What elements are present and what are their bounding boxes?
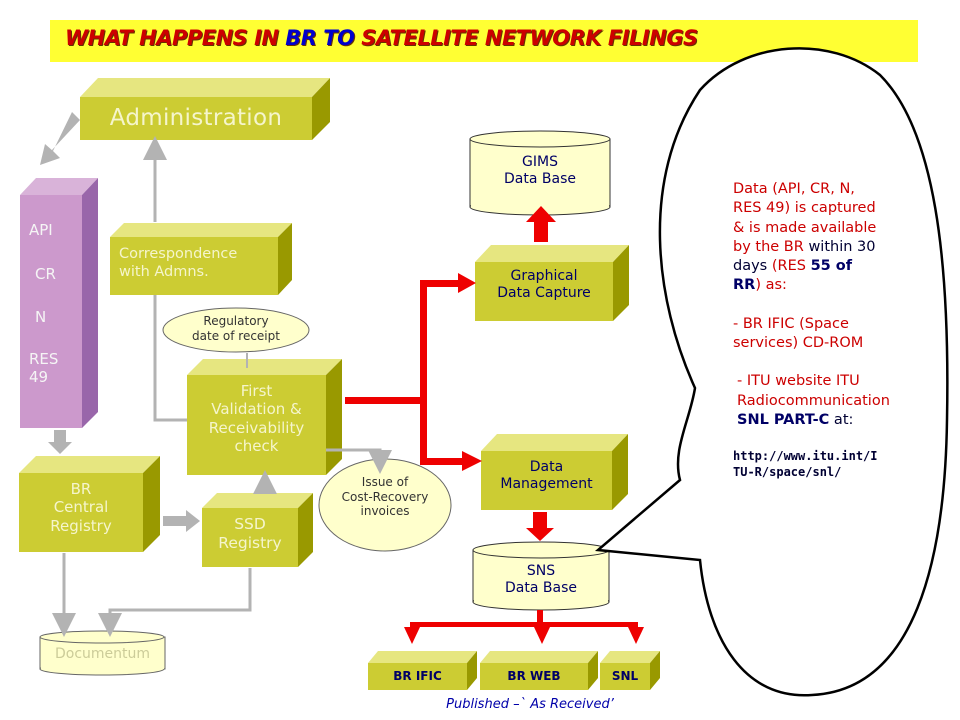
cr-label: CR — [35, 264, 56, 283]
br-web-box — [480, 651, 598, 690]
data-management-label: Data Management — [481, 459, 612, 493]
regulatory-date-ellipse — [162, 307, 310, 353]
administration-label: Administration — [109, 105, 283, 131]
graphical-line1: Graphical — [510, 268, 578, 284]
sns-database — [472, 541, 610, 611]
correspondence-label: Correspondence with Admns. — [119, 246, 279, 281]
published-label: Published –` As Received’ — [446, 697, 614, 712]
cost-recovery-label: Issue of Cost-Recovery invoices — [320, 475, 450, 519]
gims-database — [469, 130, 611, 216]
speech-bubble — [594, 47, 949, 697]
red-block-arrows — [345, 206, 644, 644]
first-validation-box — [187, 359, 342, 475]
bubble-item-2-text: - ITU website ITU Radiocommunication — [737, 373, 890, 409]
title-part1: WHAT HAPPENS IN — [65, 26, 286, 50]
sns-line2: Data Base — [505, 580, 577, 597]
snl-box — [600, 651, 660, 690]
bubble-text-1: Data (API, CR, N, RES 49) is captured & … — [733, 181, 877, 255]
title-part3: SATELLITE NETWORK FILINGS — [354, 26, 698, 50]
br-web-label: BR WEB — [507, 669, 561, 683]
bubble-item-1: - BR IFIC (Space services) CD-ROM — [733, 315, 864, 351]
api-label: API — [29, 221, 53, 239]
bubble-item-2: - ITU website ITU Radiocommunication SNL… — [733, 372, 890, 430]
bubble-text-3: (RES — [767, 258, 811, 275]
ssd-registry-box — [202, 493, 313, 567]
regulatory-date-label: Regulatory date of receipt — [163, 314, 309, 343]
res-label: RES — [29, 350, 59, 369]
regulatory-line1: Regulatory — [203, 314, 269, 328]
grey-block-arrows — [40, 112, 200, 532]
api-stack-box — [20, 178, 98, 428]
bubble-text-4: 55 of RR — [733, 258, 853, 294]
n-label: N — [35, 308, 47, 327]
graphical-data-capture-box — [475, 245, 629, 321]
diagram-title: WHAT HAPPENS IN BR TO SATELLITE NETWORK … — [65, 26, 698, 50]
sns-line1: SNS — [526, 563, 556, 579]
br-central-registry-box — [19, 456, 160, 552]
ssd-line2: Registry — [218, 533, 282, 552]
graphical-data-capture-label: Graphical Data Capture — [475, 268, 613, 302]
cost-recovery-line1: Issue of — [361, 475, 409, 489]
grey-connectors — [52, 136, 392, 637]
bubble-text-5: ) as: — [755, 277, 787, 294]
correspondence-line2: with Admns. — [119, 263, 209, 280]
first-validation-line2: Validation & — [211, 400, 302, 419]
first-validation-line3: Receivability — [208, 418, 305, 437]
bubble-url[interactable]: http://www.itu.int/ITU-R/space/snl/ — [733, 449, 878, 480]
br-central-line1: BR — [70, 480, 92, 498]
gims-line1: GIMS — [522, 154, 558, 170]
first-validation-line1: First — [240, 382, 273, 400]
title-part2: BR TO — [285, 26, 355, 50]
br-central-line2: Central — [53, 498, 109, 517]
api-stack-label: API CR N RES 49 — [29, 221, 81, 386]
cost-recovery-line2: Cost-Recovery — [341, 489, 429, 504]
first-validation-label: First Validation & Receivability check — [187, 382, 326, 455]
cost-recovery-line3: invoices — [360, 504, 410, 519]
correspondence-box — [110, 223, 292, 295]
documentum-label: Documentum — [54, 646, 151, 662]
bubble-item-2-snl: SNL PART-C — [737, 411, 830, 428]
graphical-line2: Data Capture — [497, 285, 591, 302]
bubble-text: Data (API, CR, N, RES 49) is captured & … — [733, 180, 890, 481]
br-ific-box — [368, 651, 477, 690]
snl-label: SNL — [611, 669, 639, 683]
bubble-item-2-at: at: — [829, 411, 854, 428]
title-banner: WHAT HAPPENS IN BR TO SATELLITE NETWORK … — [50, 20, 918, 62]
br-central-line3: Registry — [50, 516, 112, 535]
data-management-box — [481, 434, 628, 510]
ssd-registry-label: SSD Registry — [202, 515, 298, 553]
br-central-registry-label: BR Central Registry — [19, 480, 143, 535]
res-number-label: 49 — [29, 367, 49, 386]
regulatory-line2: date of receipt — [192, 328, 280, 343]
bubble-paragraph-1: Data (API, CR, N, RES 49) is captured & … — [733, 180, 883, 296]
ssd-line1: SSD — [234, 515, 266, 533]
br-ific-label: BR IFIC — [393, 669, 442, 683]
correspondence-line1: Correspondence — [119, 246, 238, 262]
first-validation-line4: check — [234, 436, 279, 455]
sns-label: SNS Data Base — [473, 563, 609, 597]
gims-label: GIMS Data Base — [470, 154, 610, 188]
data-management-line1: Data — [529, 459, 564, 475]
data-management-line2: Management — [500, 476, 593, 493]
gims-line2: Data Base — [504, 171, 576, 188]
administration-box — [80, 78, 330, 140]
bubble-text-2: within 30 days — [733, 238, 876, 275]
